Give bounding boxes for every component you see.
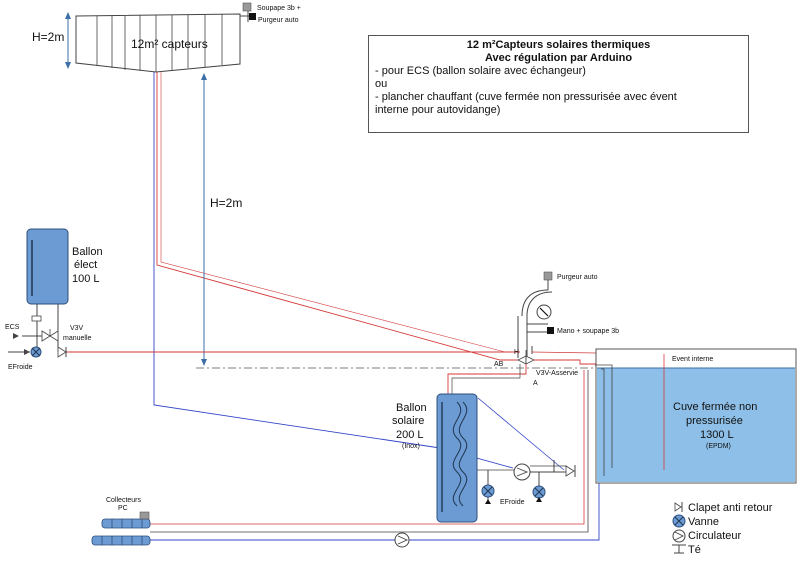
storage-tank-capacity: 1300 L [700,429,734,441]
three-way-valve-assembly [517,271,554,365]
solar-tank-return-pipe [477,397,565,471]
solar-tank-feed-pipe-2 [451,364,521,398]
event-interne-label: Event interne [672,356,713,363]
legend-tee-label: Té [688,544,701,556]
collector-valve-label: Soupape 3b + [257,5,301,12]
legend-circulator: Circulateur [672,529,742,543]
cold-pipe-to-pump [150,370,600,541]
efroide-left-label: EFroide [8,364,33,371]
riser-height-label: H=2m [210,196,242,210]
v3v-servo-label: V3V-Asservie [536,370,578,377]
info-title-2: Avec régulation par Arduino [484,52,633,64]
solar-tank-material: (Inox) [402,443,420,450]
ecs-label: ECS [5,324,20,331]
legend-check-valve-label: Clapet anti retour [688,502,773,514]
solar-collector-panel: 12m² capteurs [75,13,241,73]
manometer-label: Mano + soupape 3b [557,328,619,335]
storage-tank-name-2: pressurisée [686,415,743,427]
storage-return-pipe-2 [150,370,585,525]
info-title-1: 12 m²Capteurs solaires thermiques [466,39,651,51]
safety-valve-icon [547,327,554,334]
info-line-1: - pour ECS (ballon solaire avec échangeu… [375,65,586,77]
legend-valve-label: Vanne [688,516,719,528]
collector-height-label: H=2m [32,30,64,44]
collector-vent-icon [249,13,256,20]
legend-valve: Vanne [672,514,719,528]
center-vent-label: Purgeur auto [557,274,598,281]
electric-tank-plumbing [8,304,67,358]
storage-tank-name-1: Cuve fermée non [673,401,757,413]
collector-height-dimension: H=2m [32,12,71,69]
port-a-label: A [533,380,538,387]
storage-tank-material: (EPDM) [706,443,731,450]
solar-circuit-pump-group [513,460,576,502]
info-line-3: - plancher chauffant (cuve fermée non pr… [375,91,677,103]
v3v-manual-label-1: V3V [70,325,84,332]
legend-check-valve: Clapet anti retour [674,502,773,514]
collectors-label-2: PC [118,505,128,512]
solar-tank-capacity: 200 L [396,429,424,441]
floor-heating-collectors: Collecteurs PC [91,497,151,546]
solar-tank-name-1: Ballon [396,402,427,414]
check-valve-icon [565,465,575,477]
solar-tank-name-2: solaire [392,415,424,427]
v3v-manual-label-2: manuelle [63,335,92,342]
storage-return-pipe [150,370,589,533]
electric-tank-name-1: Ballon [72,246,103,258]
info-line-4: interne pour autovidange) [375,104,501,116]
floor-circuit-pump [394,532,410,548]
info-box: 12 m²Capteurs solaires thermiques Avec r… [368,35,749,133]
collector-safety-valve: Soupape 3b + Purgeur auto [240,2,301,24]
collectors-label-1: Collecteurs [106,497,142,504]
electric-tank-capacity: 100 L [72,273,100,285]
efroide-bottom-label: EFroide [500,499,525,506]
collector-label: 12m² capteurs [131,37,208,51]
hot-supply-pipe [156,72,518,361]
port-h-label: H [514,349,519,356]
riser-height-dimension: H=2m [201,73,242,366]
solar-tank-bottom-fittings [481,470,495,504]
solar-tank: Ballon solaire 200 L (Inox) [392,393,478,523]
legend: Clapet anti retour Vanne Circulateur Té [672,502,773,556]
legend-check-valve-icon [674,502,682,512]
electric-tank: Ballon élect 100 L [26,228,103,305]
solar-tank-feed-pipe [447,364,527,398]
collector-valve-icon [242,2,252,12]
center-vent-icon [543,271,553,281]
legend-circulator-label: Circulateur [688,530,742,542]
heat-exchanger-coil [452,401,462,507]
storage-tank: Event interne Cuve fermée non pressurisé… [595,348,797,484]
legend-tee: Té [672,544,701,556]
electric-tank-name-2: élect [74,259,97,271]
collector-vent-label: Purgeur auto [258,17,299,24]
port-ab-label: AB [494,361,504,368]
info-line-2: ou [375,78,388,90]
